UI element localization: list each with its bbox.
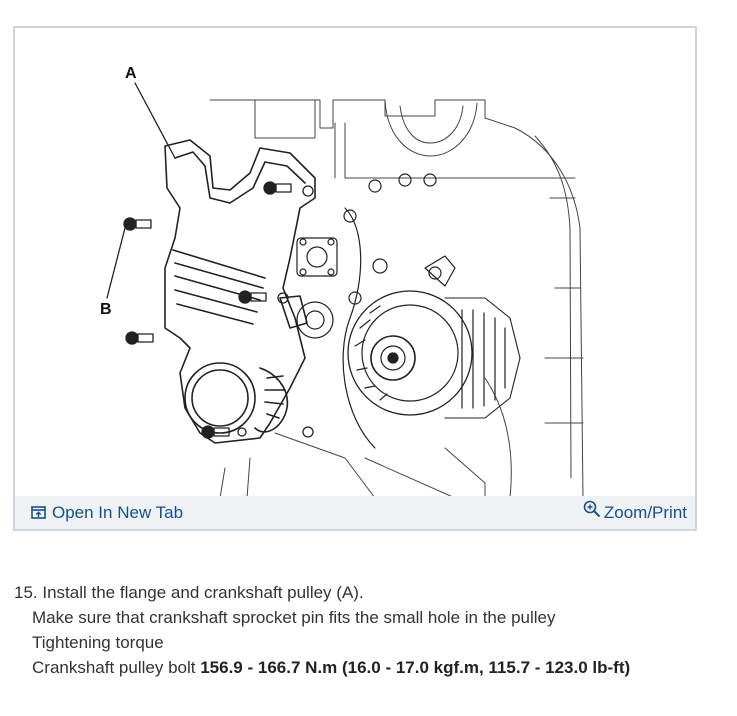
callout-label-b: B: [100, 301, 112, 318]
bolt-3: [238, 290, 267, 304]
bolt-1: [123, 217, 152, 231]
step-title-line: 15. Install the flange and crankshaft pu…: [14, 580, 729, 605]
step-title: Install the flange and crankshaft pulley…: [42, 583, 364, 602]
zoom-in-icon: [583, 500, 601, 518]
timing-belt-cover: [164, 139, 316, 444]
zoom-print-link[interactable]: Zoom/Print: [583, 500, 687, 523]
engine-timing-cover-diagram: A B: [100, 65, 584, 498]
step-instructions: 15. Install the flange and crankshaft pu…: [14, 580, 729, 680]
torque-spec: Crankshaft pulley bolt 156.9 - 166.7 N.m…: [14, 655, 729, 680]
engine-block: [209, 99, 584, 498]
spec-label: Crankshaft pulley bolt: [32, 658, 196, 677]
bolt-4: [125, 331, 154, 345]
torque-heading: Tightening torque: [32, 633, 164, 652]
figure-toolbar: Open In New Tab Zoom/Print: [15, 496, 695, 529]
step-note: Make sure that crankshaft sprocket pin f…: [32, 608, 556, 627]
alternator: [347, 255, 521, 419]
step-number: 15.: [14, 583, 38, 602]
bolts: [123, 181, 314, 439]
bolt-2: [263, 181, 292, 195]
figure-frame: A B Open In New Tab Zoom/Print: [13, 26, 697, 531]
open-in-new-tab-link[interactable]: Open In New Tab: [31, 503, 183, 523]
leader-a: [134, 82, 176, 159]
open-new-tab-icon: [31, 506, 46, 519]
water-pump: [296, 173, 437, 449]
leader-b: [106, 227, 126, 299]
callout-leaders: [106, 82, 176, 299]
zoom-print-label: Zoom/Print: [603, 503, 687, 522]
open-in-new-tab-label: Open In New Tab: [52, 503, 184, 522]
callout-label-a: A: [125, 65, 137, 82]
spec-value: 156.9 - 166.7 N.m (16.0 - 17.0 kgf.m, 11…: [200, 658, 631, 677]
bolt-5: [201, 425, 230, 439]
